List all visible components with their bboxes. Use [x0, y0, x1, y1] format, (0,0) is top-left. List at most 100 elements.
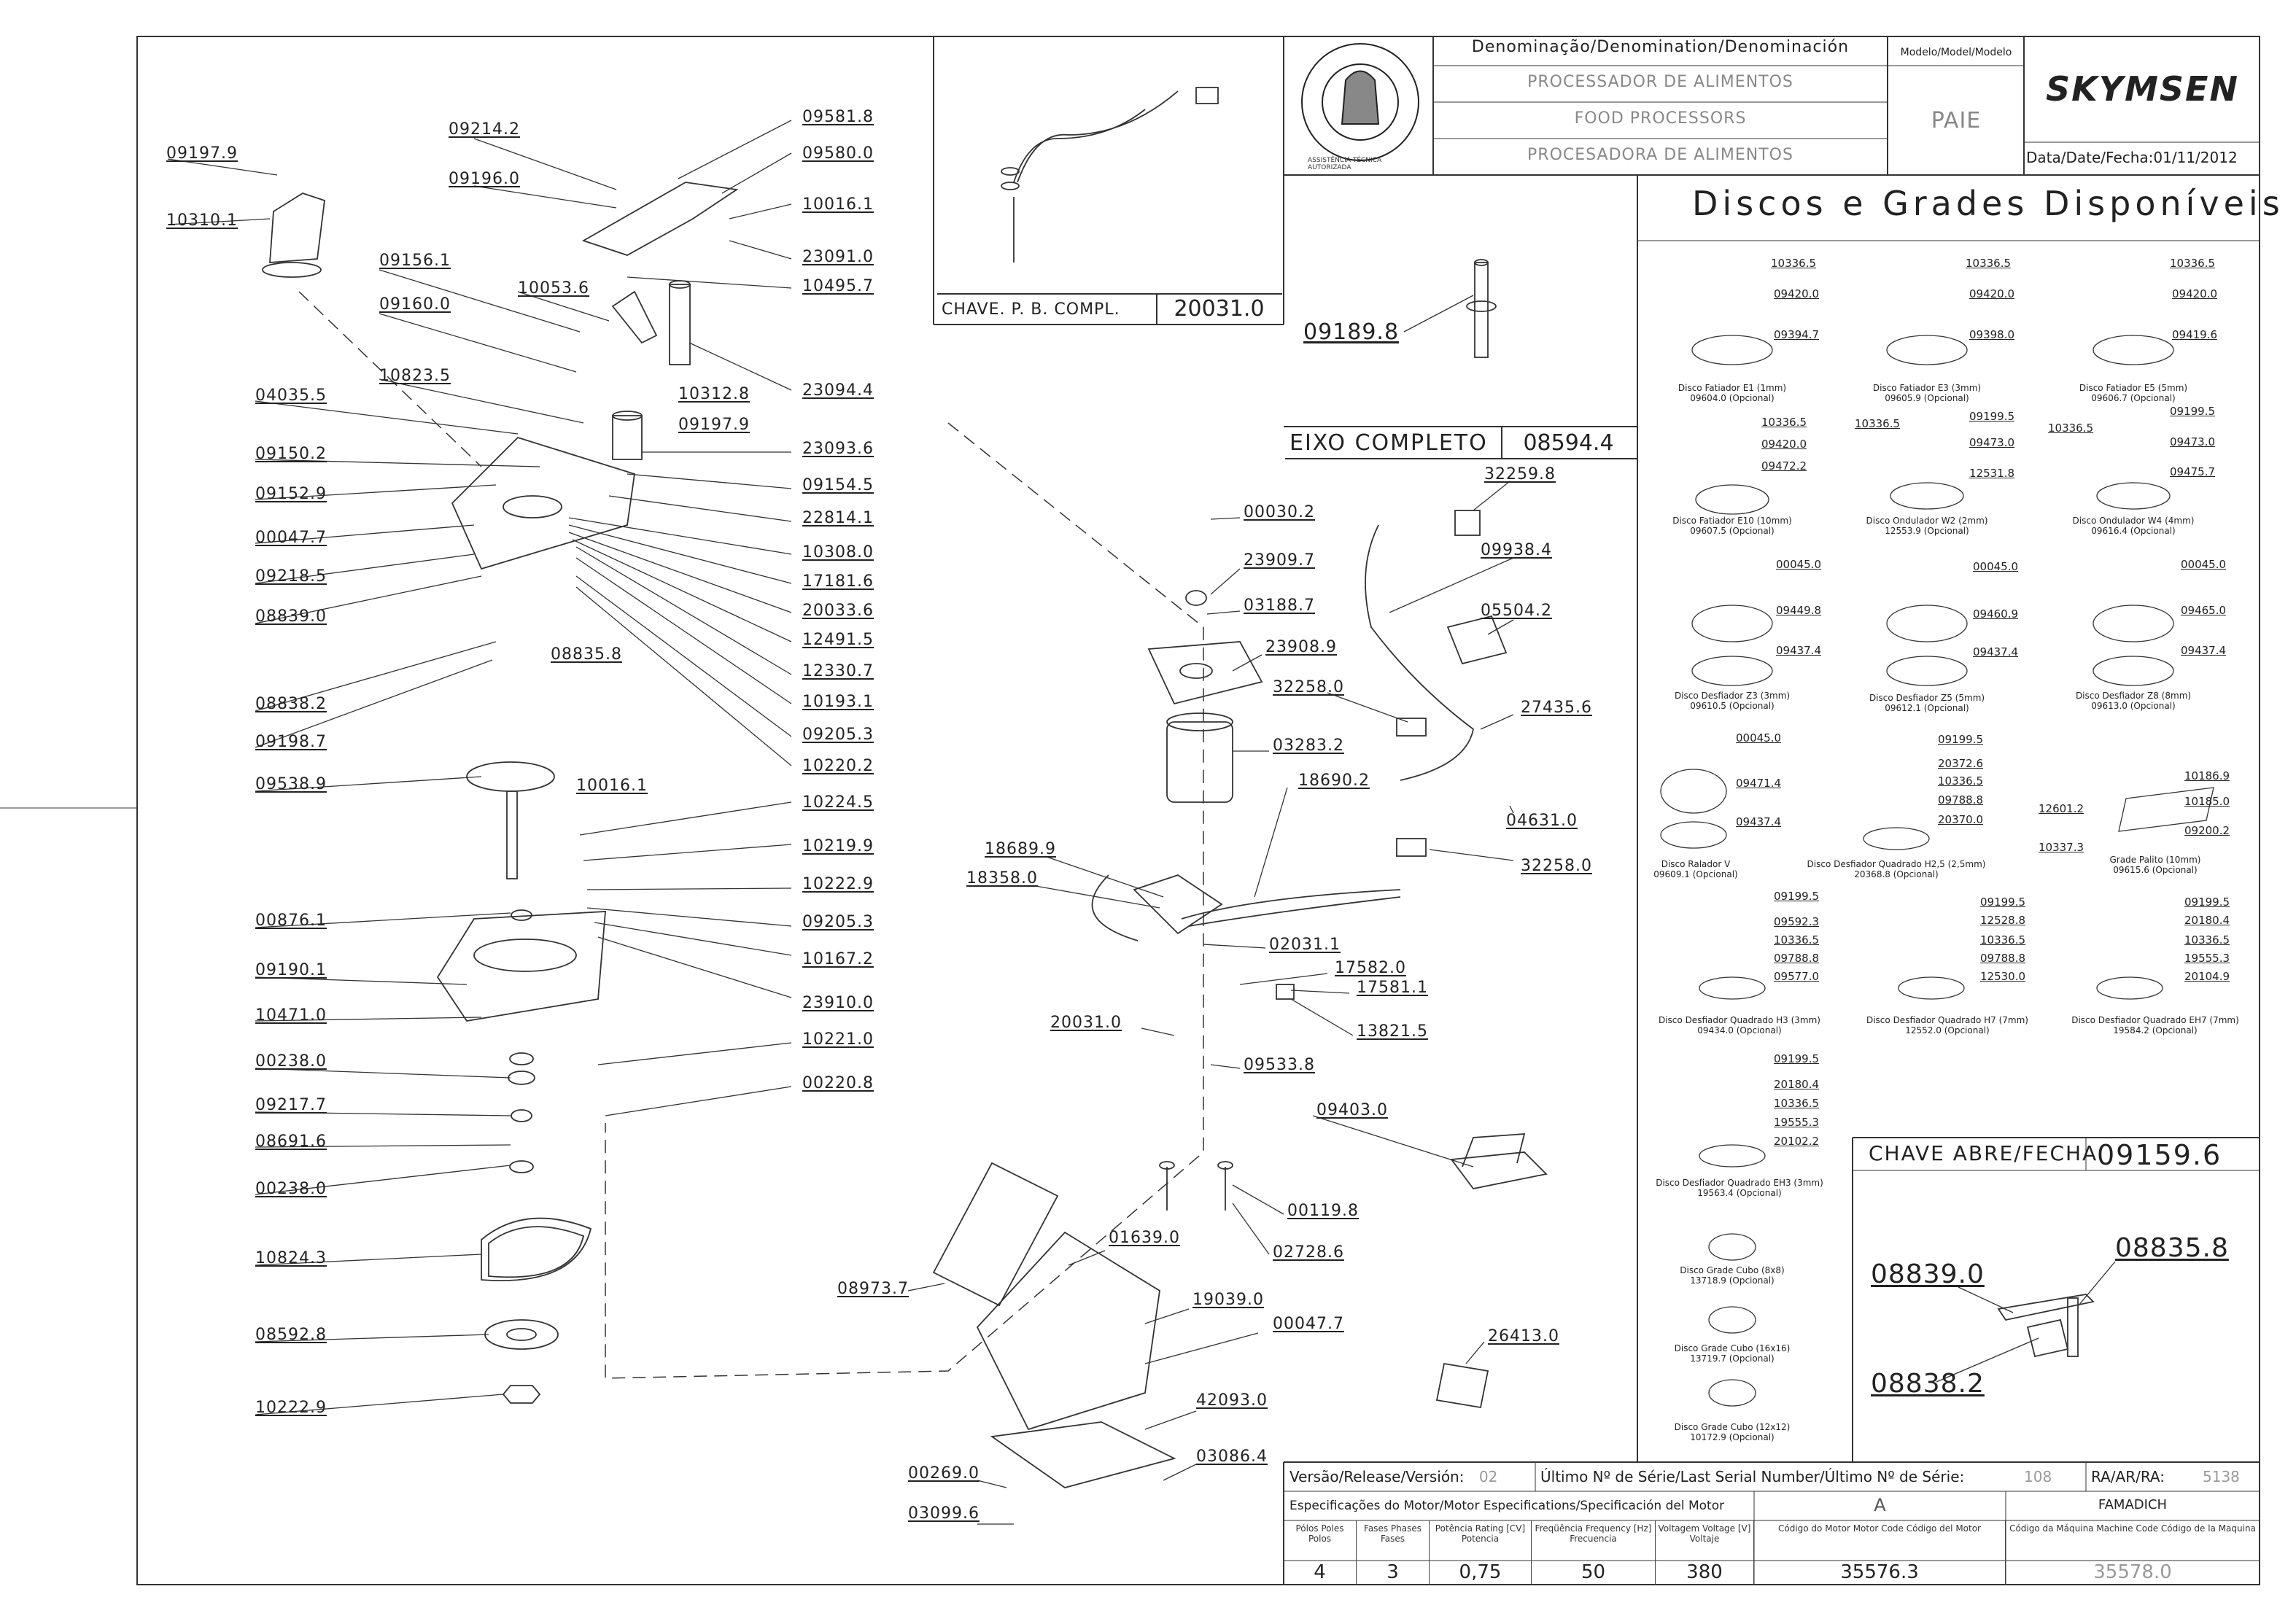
part-label: 10310.1 [166, 211, 238, 230]
serial-label: Último Nº de Série/Last Serial Number/Úl… [1540, 1468, 1965, 1485]
date-row: Data/Date/Fecha:01/11/2012 [2026, 149, 2238, 166]
disc-part: 09465.0 [2181, 604, 2227, 617]
part-label: 03188.7 [1244, 597, 1315, 615]
disc-part: 09199.5 [1980, 895, 2026, 909]
disc-part: 20370.0 [1938, 813, 1984, 826]
disc-part: 09437.4 [2181, 644, 2227, 657]
part-label: 17581.1 [1357, 979, 1428, 997]
shaft-part: 09189.8 [1303, 319, 1400, 345]
disc-part: 09788.8 [1938, 793, 1984, 807]
part-label: 09581.8 [802, 108, 874, 126]
disc-part: 09394.7 [1774, 328, 1820, 341]
disc-part: 10336.5 [1774, 933, 1820, 947]
motor-code-header: Código do Motor Motor Code Código del Mo… [1754, 1520, 2006, 1561]
part-label: 00269.0 [908, 1464, 980, 1483]
part-label: 23908.9 [1265, 638, 1337, 656]
part-label: 19039.0 [1192, 1291, 1264, 1309]
part-label: 03099.6 [908, 1504, 980, 1523]
part-label: 09154.5 [802, 476, 874, 494]
part-label: 00030.2 [1244, 503, 1315, 521]
disc-part: 09437.4 [1973, 645, 2019, 658]
disc-part: 12531.8 [1969, 467, 2015, 480]
part-label: 03086.4 [1196, 1448, 1268, 1466]
disc-caption: Disco Desfiador Z3 (3mm)09610.5 (Opciona… [1674, 691, 1791, 711]
part-label: 10222.9 [802, 875, 874, 893]
disc-part: 09200.2 [2184, 824, 2230, 837]
disc-part: 09398.0 [1969, 328, 2015, 341]
part-label: 17181.6 [802, 572, 874, 591]
part-label: 04035.5 [255, 386, 327, 405]
part-label: 22814.1 [802, 509, 874, 527]
part-label: 10016.1 [576, 777, 648, 795]
part-label: 12330.7 [802, 662, 874, 680]
part-label: 32258.0 [1521, 857, 1592, 875]
part-label: 03283.2 [1273, 737, 1344, 755]
part-label: 04631.0 [1506, 812, 1578, 830]
part-label: 12491.5 [802, 631, 874, 649]
part-label: 18690.2 [1298, 772, 1370, 790]
part-label: 10222.9 [255, 1399, 327, 1417]
part-label: 00047.7 [255, 529, 327, 547]
part-label: 09205.3 [802, 726, 874, 744]
part-label: 09580.0 [802, 144, 874, 163]
part-label: 26413.0 [1488, 1327, 1559, 1345]
part-label: 00047.7 [1273, 1315, 1344, 1333]
part-label: 02728.6 [1273, 1243, 1344, 1262]
volt-value: 380 [1656, 1561, 1754, 1585]
part-label: 02031.1 [1269, 936, 1341, 954]
disc-part: 09420.0 [1774, 287, 1820, 300]
part-label: 09197.9 [166, 144, 238, 163]
disc-part: 10336.5 [1774, 1097, 1820, 1110]
part-label: 10471.0 [255, 1006, 327, 1025]
disc-caption: Disco Desfiador Quadrado H3 (3mm)09434.0… [1658, 1015, 1820, 1036]
part-label: 20033.6 [802, 602, 874, 620]
disc-part: 00045.0 [2181, 558, 2227, 571]
version-row: Versão/Release/Versión: 02 [1289, 1468, 1497, 1485]
part-label: 32258.0 [1273, 678, 1344, 696]
part-label: 10219.9 [802, 837, 874, 855]
part-label: 10308.0 [802, 543, 874, 562]
disc-part: 00045.0 [1736, 731, 1782, 745]
part-label: 05504.2 [1481, 602, 1552, 620]
disc-caption: Grade Palito (10mm)09615.6 (Opcional) [2109, 855, 2201, 875]
date-value: 01/11/2012 [2153, 149, 2238, 166]
part-label: 23909.7 [1244, 551, 1315, 570]
disc-caption: Disco Desfiador Quadrado H2,5 (2,5mm)203… [1807, 859, 1986, 879]
disc-part: 09420.0 [2172, 287, 2218, 300]
disc-part: 09592.3 [1774, 915, 1820, 928]
disc-caption: Disco Desfiador Quadrado EH7 (7mm)19584.… [2071, 1015, 2239, 1036]
disc-part: 20372.6 [1938, 757, 1984, 770]
disc-part: 10185.0 [2184, 795, 2230, 808]
product-name-pt: PROCESSADOR DE ALIMENTOS [1527, 73, 1793, 91]
chave-part: 08835.8 [2115, 1233, 2229, 1263]
disc-caption: Disco Desfiador Z5 (5mm)09612.1 (Opciona… [1869, 693, 1985, 713]
disc-part: 20104.9 [2184, 970, 2230, 983]
freq-value: 50 [1532, 1561, 1656, 1585]
disc-caption: Disco Grade Cubo (12x12)10172.9 (Opciona… [1674, 1422, 1791, 1442]
machine-code-value: 35578.0 [2093, 1561, 2172, 1583]
chave-code: 09159.6 [2097, 1139, 2222, 1171]
part-label: 09198.7 [255, 733, 327, 751]
disc-part: 10336.5 [1938, 774, 1984, 788]
disc-caption: Disco Desfiador Quadrado H7 (7mm)12552.0… [1866, 1015, 2028, 1036]
part-label: 23093.6 [802, 440, 874, 458]
disc-part: 20102.2 [1774, 1135, 1820, 1148]
model-value: PAIE [1931, 108, 1982, 133]
ra-value: 5138 [2203, 1468, 2240, 1485]
part-label: 10220.2 [802, 757, 874, 775]
part-label: 18358.0 [966, 869, 1038, 887]
version-value: 02 [1478, 1468, 1498, 1485]
part-label: 20031.0 [1050, 1014, 1122, 1032]
disc-part: 10336.5 [1771, 257, 1817, 270]
disc-part: 10337.3 [2039, 841, 2084, 854]
disc-part: 10336.5 [1980, 933, 2026, 947]
motor-spec-label: Especificações do Motor/Motor Especifica… [1289, 1499, 1725, 1513]
part-label: 09196.0 [449, 170, 520, 188]
disc-part: 09460.9 [1973, 607, 2019, 621]
part-label: 10824.3 [255, 1249, 327, 1267]
part-label: 10016.1 [802, 195, 874, 214]
disc-caption: Disco Grade Cubo (8x8)13718.9 (Opcional) [1680, 1265, 1785, 1286]
part-label: 32259.8 [1484, 465, 1556, 483]
part-label: 09403.0 [1316, 1101, 1388, 1119]
